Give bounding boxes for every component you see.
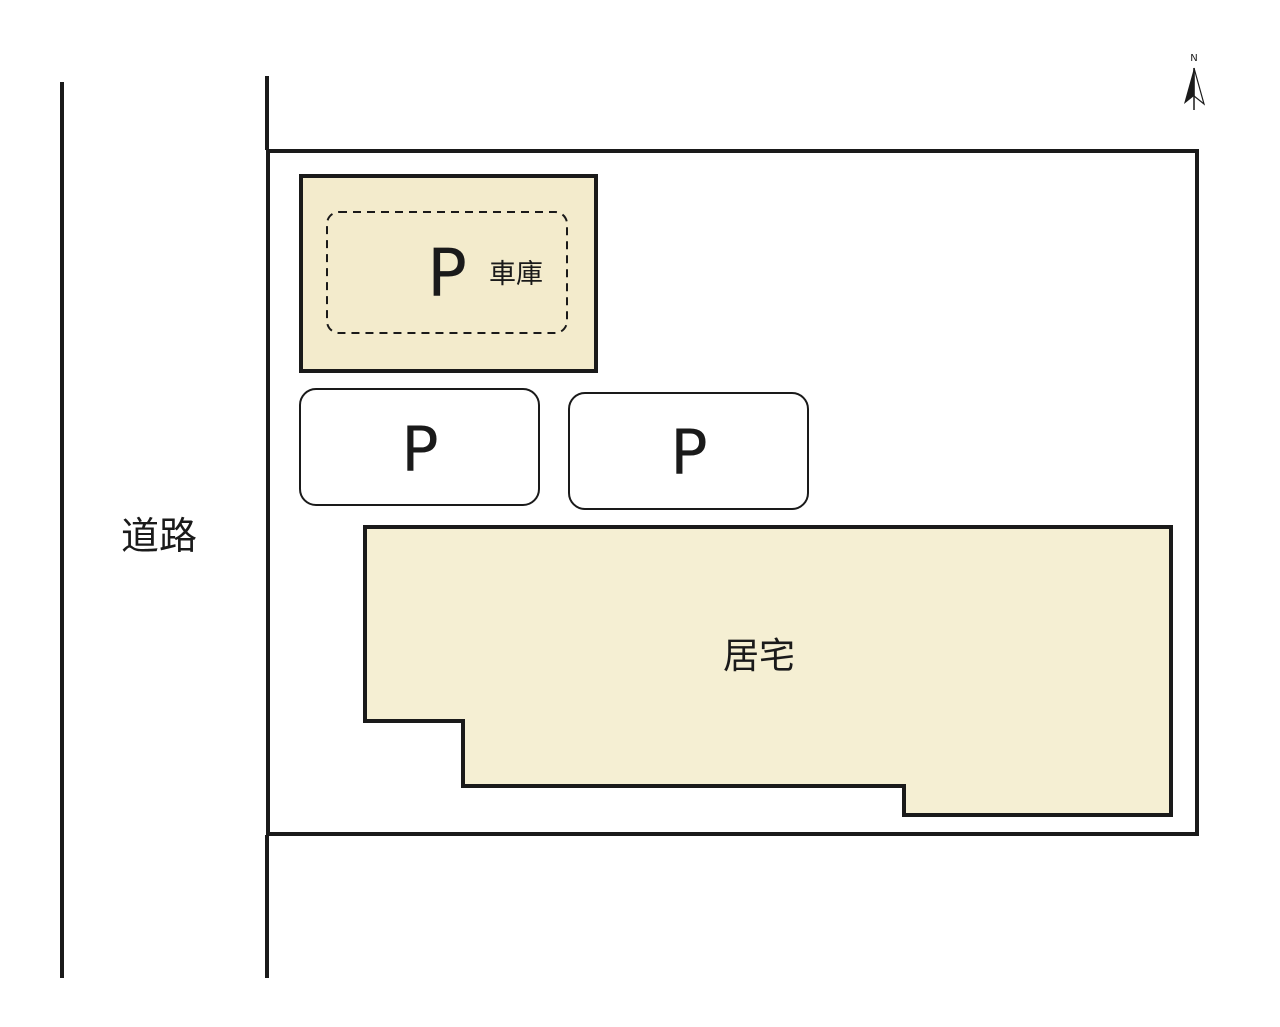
north-arrow-label: N: [1190, 53, 1197, 64]
garage-label: 車庫: [489, 259, 543, 290]
north-arrow-icon: [1184, 67, 1206, 110]
lot-boundary: [266, 149, 1199, 836]
parking-space-1: [299, 388, 540, 506]
garage-parking-symbol: P: [427, 235, 467, 312]
garage-parking-space: [326, 211, 568, 334]
road-label: 道路: [121, 514, 197, 558]
residence-label: 居宅: [723, 636, 795, 677]
parking-space-1-symbol: P: [401, 413, 438, 486]
residence-building: [363, 525, 1173, 817]
parking-space-2-symbol: P: [670, 416, 707, 489]
garage: [299, 174, 598, 373]
parking-space-2: [568, 392, 809, 510]
